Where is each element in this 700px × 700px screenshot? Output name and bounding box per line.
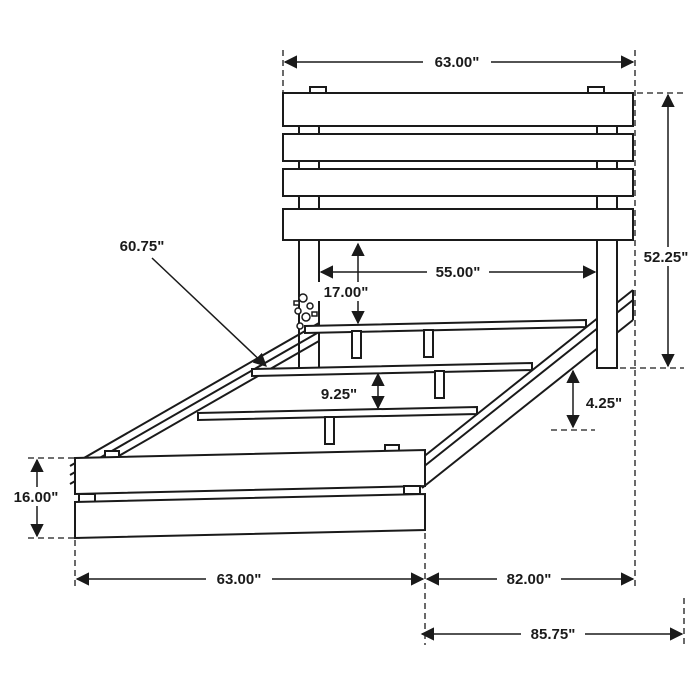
headboard-slat-3: [282, 168, 634, 197]
footboard-slat-1: [74, 448, 426, 496]
slat-leg: [434, 370, 445, 399]
dim-side-rail-length: 60.75": [120, 238, 267, 367]
mattress-slats: [197, 318, 587, 445]
dim-label-side-rail-length: 60.75": [120, 238, 165, 255]
slat-leg: [423, 329, 434, 358]
dim-headboard-height: 52.25": [636, 93, 696, 368]
dim-headboard-to-rail: 17.00": [314, 242, 378, 325]
dim-footboard-width: 63.00": [75, 569, 425, 588]
dim-label-inner-width: 55.00": [436, 264, 481, 281]
headboard-slat-1: [282, 92, 634, 127]
dim-label-headboard-width: 63.00": [435, 54, 480, 71]
dim-label-footboard-height: 16.00": [14, 489, 59, 506]
dim-label-headboard-height: 52.25": [644, 249, 689, 266]
dim-inner-width: 55.00": [319, 262, 597, 281]
dim-label-side-rail-height: 4.25": [586, 395, 622, 412]
cross-slat-3: [197, 405, 478, 422]
slat-leg: [324, 416, 335, 445]
cross-slat-1: [304, 318, 587, 335]
headboard-slat-4: [282, 208, 634, 241]
footboard-post-right: [403, 485, 421, 495]
dim-footboard-height: 16.00": [6, 458, 66, 538]
dim-frame-length: 82.00": [425, 569, 635, 588]
dim-label-frame-length: 82.00": [507, 571, 552, 588]
headboard: [282, 86, 634, 369]
dim-slat-spacing: 9.25": [314, 372, 385, 410]
footboard: [74, 444, 426, 540]
footboard-slat-2: [74, 492, 426, 540]
slat-leg: [351, 330, 362, 359]
headboard-slat-2: [282, 133, 634, 162]
dim-side-rail-height: 4.25": [566, 369, 628, 429]
dim-label-slat-spacing: 9.25": [321, 386, 357, 403]
cross-slat-2: [251, 361, 533, 378]
dim-headboard-width: 63.00": [283, 52, 635, 71]
dim-label-headboard-to-rail: 17.00": [324, 284, 369, 301]
dim-label-overall-length: 85.75": [531, 626, 576, 643]
dim-label-footboard-width: 63.00": [217, 571, 262, 588]
dim-overall-length: 85.75": [420, 624, 684, 643]
extension-lines: [28, 50, 685, 645]
rail-bracket-hardware: [293, 293, 318, 330]
